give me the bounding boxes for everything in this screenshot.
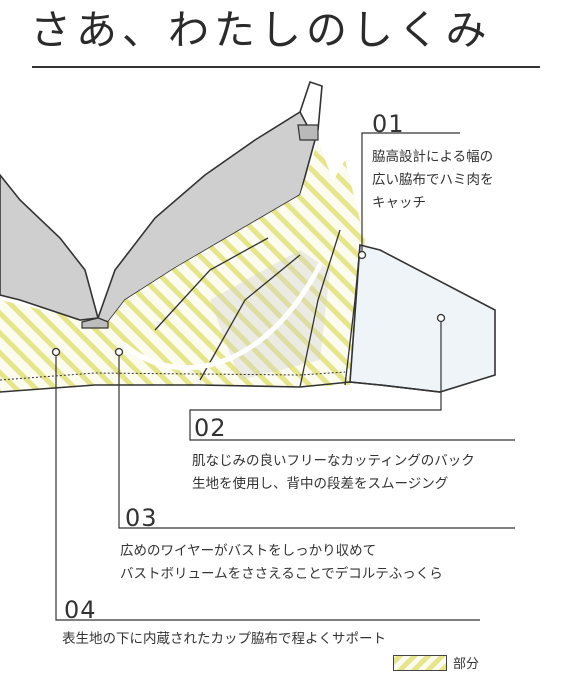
marker-03 (114, 347, 124, 357)
marker-04 (51, 347, 61, 357)
marker-01 (357, 250, 367, 260)
leader-03 (118, 356, 515, 529)
leader-01 (361, 132, 460, 251)
shoulder-strap (299, 80, 323, 131)
point-01-number: 01 (372, 110, 405, 138)
underwire (122, 262, 323, 371)
cup-shading (210, 250, 330, 380)
point-03-text: 広めのワイヤーがバストをしっかり収めて バストボリュームをささえることでデコルテ… (120, 543, 443, 582)
leader-04 (55, 356, 480, 621)
title-underline (32, 66, 540, 68)
back-band-panel (349, 243, 496, 393)
point-03-number: 03 (125, 504, 158, 532)
point-02-number: 02 (194, 414, 227, 442)
point-02-text: 肌なじみの良いフリーなカッティングのバック 生地を使用し、背中の段差をスムージン… (192, 453, 475, 492)
left-cup (0, 173, 100, 321)
hatched-cup-lining (108, 140, 360, 386)
point-04-text: 表生地の下に内蔵されたカップ脇布で程よくサポート (62, 631, 386, 647)
point-04-number: 04 (64, 596, 97, 624)
legend-hatch-swatch (393, 654, 447, 671)
under-band (0, 381, 441, 393)
legend-label: 部分 (453, 657, 480, 672)
point-01-text: 脇高設計による幅の 広い脇布でハミ肉を キャッチ (372, 149, 494, 211)
page-title: さあ、わたしのしくみ (30, 6, 492, 54)
leader-02 (189, 322, 515, 441)
legend: 部分 (393, 653, 479, 672)
marker-02 (436, 313, 446, 323)
